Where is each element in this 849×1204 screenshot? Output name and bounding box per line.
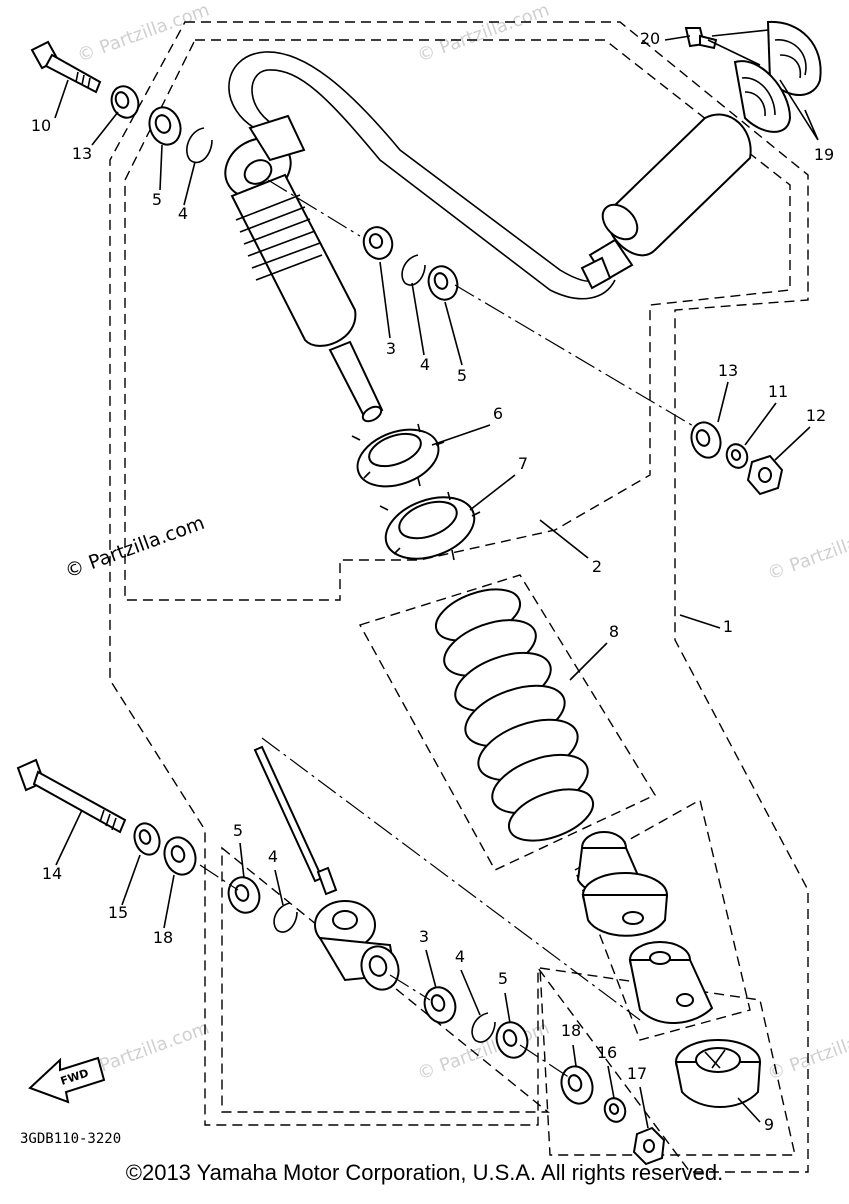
spring-8 — [434, 588, 595, 842]
callout-c4b: 4 — [420, 355, 430, 374]
circlip-4-left — [186, 127, 213, 164]
callout-c17: 17 — [627, 1064, 647, 1083]
watermark-faint: © Partzilla.com — [75, 0, 213, 67]
callout-c11: 11 — [768, 382, 788, 401]
callout-c4d: 4 — [455, 947, 465, 966]
seal-3-mid — [362, 226, 394, 260]
watermark-faint: © Partzilla.com — [415, 1017, 553, 1084]
axis-line-lower — [199, 864, 571, 1079]
callout-c5a: 5 — [152, 190, 162, 209]
bracket-19 — [733, 20, 822, 133]
callout-c8: 8 — [609, 622, 619, 641]
assembly-1-outline — [109, 21, 809, 1173]
watermark-faint: © Partzilla.com — [765, 1017, 849, 1084]
callout-c7: 7 — [518, 454, 528, 473]
push-rod — [253, 745, 338, 896]
callout-c4c: 4 — [268, 847, 278, 866]
callout-c1: 1 — [723, 617, 733, 636]
callout-c4a: 4 — [178, 204, 188, 223]
collar-13-right — [690, 421, 722, 459]
reservoir — [580, 113, 752, 290]
shock-body — [224, 114, 384, 423]
leader-lines — [54, 29, 819, 1129]
watermark-faint: © Partzilla.com — [415, 0, 553, 67]
callout-c3a: 3 — [386, 339, 396, 358]
callout-c14: 14 — [42, 864, 62, 883]
diagram-code: 3GDB110-3220 — [20, 1131, 121, 1147]
collar-18-left — [163, 836, 197, 876]
bottom-mount-9 — [674, 1039, 762, 1108]
watermark-faint: © Partzilla.com — [765, 517, 849, 584]
callout-c18a: 18 — [153, 928, 173, 947]
ring-nut-6 — [351, 423, 445, 488]
seal-3-lower — [423, 986, 457, 1024]
nut-17 — [632, 1126, 666, 1166]
callout-c13a: 13 — [72, 144, 92, 163]
callout-c5c: 5 — [233, 821, 243, 840]
circlip-4-lower-left — [273, 902, 298, 933]
bolt-20 — [684, 27, 718, 50]
reservoir-hose — [228, 51, 616, 300]
circlip-4-mid — [401, 254, 426, 286]
bearing-5-mid — [427, 265, 459, 301]
bumper-box-outline — [574, 798, 751, 1041]
washer-16 — [603, 1097, 627, 1123]
callout-c13b: 13 — [718, 361, 738, 380]
bearing-5-left — [148, 106, 182, 146]
callout-c6: 6 — [493, 404, 503, 423]
copyright-notice: ©2013 Yamaha Motor Corporation, U.S.A. A… — [125, 1160, 724, 1185]
ring-nut-7 — [379, 491, 481, 561]
circlip-4-lower-right — [471, 1012, 496, 1043]
callout-c20: 20 — [640, 29, 660, 48]
lower-clevis — [314, 900, 400, 991]
watermark-main: © Partzilla.com — [62, 512, 207, 583]
bolt-10 — [30, 40, 102, 94]
callout-c10: 10 — [31, 116, 51, 135]
callout-c12: 12 — [806, 406, 826, 425]
assembly-2-outline — [124, 39, 791, 601]
spring-box-outline — [358, 574, 657, 871]
fwd-arrow: FWD — [28, 1056, 106, 1104]
bearing-5-lower-left — [227, 876, 261, 914]
washer-11 — [725, 443, 749, 469]
bumper-stack — [576, 831, 714, 1024]
bolt-14 — [16, 758, 127, 834]
washer-15 — [133, 822, 161, 856]
callout-c18b: 18 — [561, 1021, 581, 1040]
callout-labels: 1233444455556789101112131314151617181819… — [31, 29, 834, 1134]
nut-12 — [746, 454, 784, 496]
callout-c19: 19 — [814, 145, 834, 164]
collar-box-outline — [539, 967, 796, 1156]
callout-c5d: 5 — [498, 969, 508, 988]
bearing-5-lower-right — [495, 1021, 529, 1059]
collar-18-right — [560, 1065, 594, 1105]
callout-c2: 2 — [592, 557, 602, 576]
axis-line-rod — [261, 737, 641, 1021]
callout-c5b: 5 — [457, 366, 467, 385]
axis-line-upper — [267, 179, 701, 431]
callout-c15: 15 — [108, 903, 128, 922]
collar-13-left — [110, 85, 140, 119]
callout-c16: 16 — [597, 1043, 617, 1062]
callout-c3b: 3 — [419, 927, 429, 946]
callout-c9: 9 — [764, 1115, 774, 1134]
